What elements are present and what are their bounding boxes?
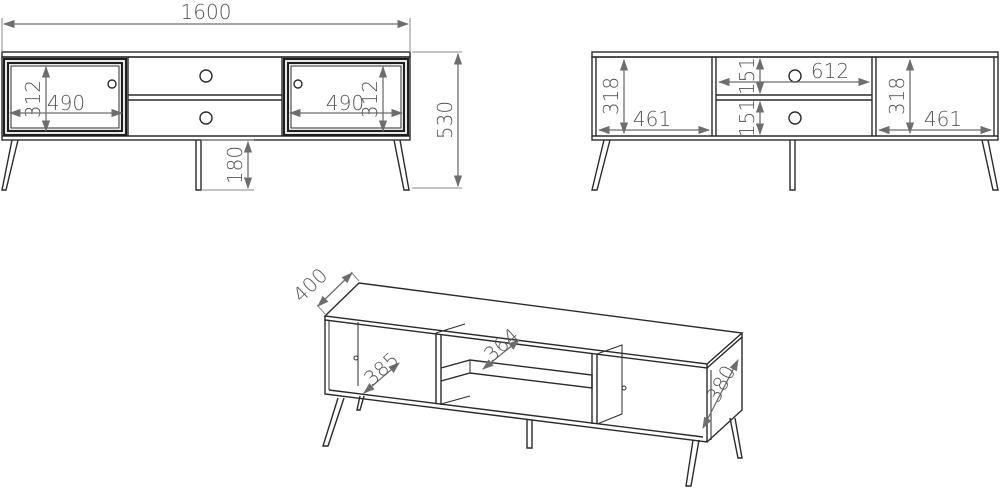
- divider-right: [591, 353, 598, 424]
- perspective-view: 400 385 364 380: [288, 263, 744, 487]
- front-legs: [1, 139, 410, 191]
- back-drawer-knob-bottom: [788, 111, 802, 125]
- back-drawer-knob-top: [788, 69, 802, 83]
- dim-door-height-right: 312: [358, 80, 382, 118]
- front-right-door: [282, 57, 410, 137]
- dim-leg-height: 180: [223, 146, 247, 184]
- dim-back-drawer-bottom-height: 151: [735, 99, 759, 137]
- drawer-knob-top: [199, 69, 213, 83]
- drawer-knob-bottom: [199, 111, 213, 125]
- dim-back-center-width: 612: [811, 59, 849, 83]
- dim-back-right-height: 318: [885, 77, 909, 115]
- dim-total-height: 530: [433, 101, 457, 139]
- dim-back-right-width: 461: [924, 107, 962, 131]
- dim-center-compartment-depth: 364: [479, 323, 523, 366]
- back-top-board: [591, 51, 999, 58]
- front-left-door: [2, 57, 128, 137]
- perspective-legs: [322, 395, 743, 487]
- front-view: 1600 312 490 490 312 530 180: [1, 0, 463, 191]
- dim-depth: 400: [288, 263, 332, 307]
- perspective-right-side: [706, 337, 743, 443]
- dim-total-width: 1600: [181, 0, 232, 24]
- center-shelf: [440, 359, 593, 389]
- dim-back-left-width: 461: [633, 107, 671, 131]
- front-top-board: [1, 51, 411, 58]
- front-drawers: [127, 57, 283, 136]
- dim-back-drawer-top-height: 151: [735, 57, 759, 95]
- back-legs: [591, 139, 999, 191]
- dim-door-width-right: 490: [326, 91, 364, 115]
- door-knob-left: [107, 79, 117, 89]
- door-knob-right: [293, 79, 303, 89]
- dim-door-width-left: 490: [47, 91, 85, 115]
- dim-left-compartment-depth: 385: [359, 347, 403, 390]
- dim-back-left-height: 318: [599, 77, 623, 115]
- back-view: 318 461 151 612 151 318 461: [591, 51, 999, 191]
- divider-left: [435, 333, 442, 405]
